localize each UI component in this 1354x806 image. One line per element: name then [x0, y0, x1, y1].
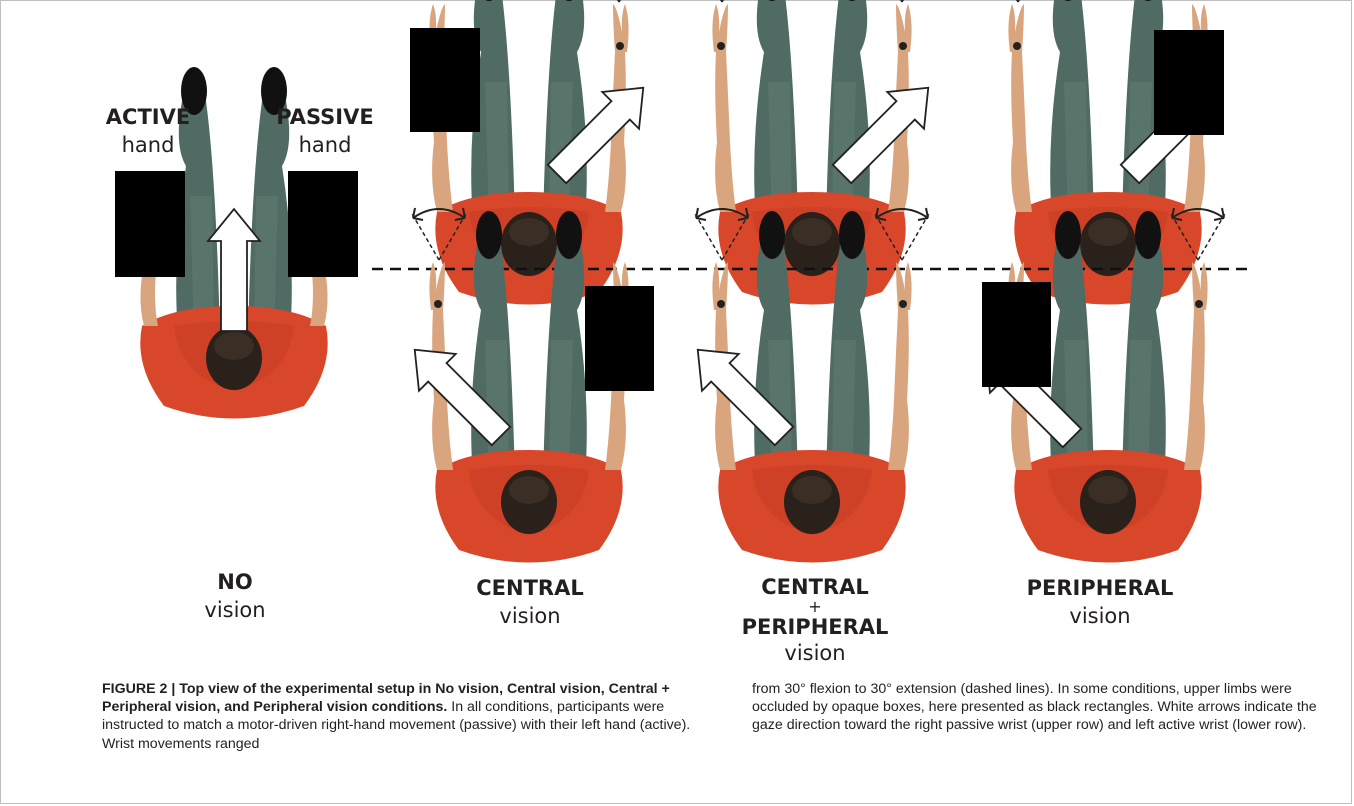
passive-label-sub: hand	[260, 131, 390, 159]
condition-sub: vision	[1010, 602, 1190, 630]
condition-plus: +	[720, 600, 910, 614]
passive-box	[288, 171, 358, 277]
active-hand-label: ACTIVE hand	[100, 103, 196, 159]
condition-bold: NO	[150, 568, 320, 596]
condition-label-central: CENTRAL vision	[440, 574, 620, 630]
condition-sub: vision	[150, 596, 320, 624]
condition-sub: vision	[720, 640, 910, 666]
condition-bold: CENTRAL	[440, 574, 620, 602]
passive-label-bold: PASSIVE	[260, 103, 390, 131]
passive-hand-label: PASSIVE hand	[260, 103, 390, 159]
condition-label-no-vision: NO vision	[150, 568, 320, 624]
active-box	[115, 171, 185, 277]
condition-bold-2: PERIPHERAL	[720, 614, 910, 640]
caption-right-text: from 30° flexion to 30° extension (dashe…	[752, 681, 1317, 733]
central-peripheral-vision-upper	[694, 0, 947, 305]
condition-sub: vision	[440, 602, 620, 630]
condition-bold: PERIPHERAL	[1010, 574, 1190, 602]
condition-label-central-peripheral: CENTRAL + PERIPHERAL vision	[720, 574, 910, 666]
active-label-sub: hand	[100, 131, 196, 159]
caption-right-column: from 30° flexion to 30° extension (dashe…	[752, 680, 1342, 735]
central-vision-upper	[410, 0, 662, 305]
active-label-bold: ACTIVE	[100, 103, 196, 131]
caption-left-column: FIGURE 2 | Top view of the experimental …	[102, 680, 692, 753]
condition-label-peripheral: PERIPHERAL vision	[1010, 574, 1190, 630]
